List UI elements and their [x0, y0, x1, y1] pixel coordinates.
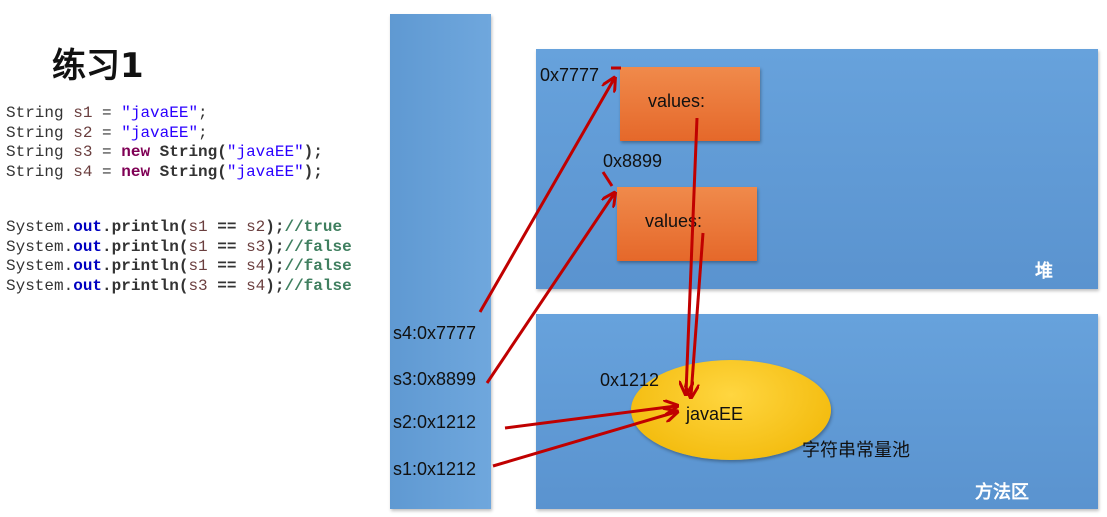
heap-object-0x8899: values: — [617, 187, 757, 261]
code-token: == — [207, 257, 247, 275]
code-token: ; — [198, 123, 208, 142]
code-token: s1 — [188, 257, 208, 275]
code-token: .println( — [102, 237, 189, 256]
code-line: String s3 = new String("javaEE"); — [6, 143, 323, 163]
code-token: //false — [284, 237, 352, 256]
code-token: String( — [150, 143, 227, 161]
page-title: 练习1 — [52, 46, 144, 86]
code-token: s4 — [73, 162, 93, 181]
code-declarations: String s1 = "javaEE";String s2 = "javaEE… — [6, 104, 323, 182]
heap-addr-0x8899: 0x8899 — [603, 151, 663, 171]
code-line: System.out.println(s1 == s2);//true — [6, 218, 352, 238]
addr-tick-0x8899 — [601, 171, 614, 187]
code-token: //false — [284, 257, 352, 275]
code-line: System.out.println(s3 == s4);//false — [6, 277, 352, 297]
code-token: = — [92, 143, 122, 161]
stack-var-s3: s3:0x8899 — [393, 369, 477, 389]
code-token: s4 — [246, 257, 266, 275]
code-token: = — [92, 104, 122, 122]
stack-var-s1: s1:0x1212 — [393, 459, 477, 479]
code-token: ); — [265, 257, 285, 275]
stack-region — [390, 14, 491, 509]
code-token: String — [6, 123, 74, 142]
code-token: String — [6, 143, 74, 161]
code-token: ); — [265, 276, 285, 295]
pool-value: javaEE — [686, 404, 744, 424]
code-token: System. — [6, 276, 74, 295]
object-field-label: values: — [648, 91, 706, 111]
code-token: == — [207, 218, 247, 236]
code-token: s2 — [73, 123, 93, 142]
code-line: String s2 = "javaEE"; — [6, 124, 323, 144]
arrow-s4-to-0x7777 — [478, 79, 614, 313]
method-area-label: 方法区 — [975, 482, 1029, 503]
code-token: out — [73, 218, 103, 236]
code-line: System.out.println(s1 == s3);//false — [6, 238, 352, 258]
code-token: ); — [265, 218, 285, 236]
code-token: //true — [284, 218, 343, 236]
arrow-s3-to-0x8899 — [485, 194, 614, 384]
code-token: new — [121, 162, 151, 181]
code-token: s1 — [188, 237, 208, 256]
code-token: String — [6, 104, 74, 122]
code-line: System.out.println(s1 == s4);//false — [6, 257, 352, 277]
arrow-s2-to-pool — [504, 406, 676, 430]
code-token: "javaEE" — [121, 104, 199, 122]
code-token: System. — [6, 218, 74, 236]
code-token: s3 — [73, 143, 93, 161]
heap-object-0x7777: values: — [620, 67, 760, 141]
code-token: "javaEE" — [226, 162, 304, 181]
code-token: = — [92, 162, 122, 181]
code-token: out — [73, 257, 103, 275]
arrow-obj1-values-to-pool — [686, 117, 699, 393]
heap-label: 堆 — [1035, 261, 1053, 282]
code-line: String s1 = "javaEE"; — [6, 104, 323, 124]
pool-addr: 0x1212 — [600, 370, 660, 390]
code-token: == — [207, 276, 247, 295]
heap-addr-0x7777: 0x7777 — [540, 65, 600, 85]
code-token: System. — [6, 237, 74, 256]
code-token: new — [121, 143, 151, 161]
arrow-obj2-values-to-pool — [691, 232, 705, 396]
code-token: = — [92, 123, 122, 142]
code-token: s3 — [188, 276, 208, 295]
code-token: .println( — [102, 276, 189, 295]
code-token: out — [73, 276, 103, 295]
code-token: s2 — [246, 218, 266, 236]
code-token: "javaEE" — [121, 123, 199, 142]
code-token: String — [6, 162, 74, 181]
code-token: ); — [265, 237, 285, 256]
code-token: == — [207, 237, 247, 256]
code-token: System. — [6, 257, 74, 275]
string-pool-label: 字符串常量池 — [802, 440, 910, 461]
code-token: ); — [303, 143, 323, 161]
code-token: .println( — [102, 257, 189, 275]
stack-var-s2: s2:0x1212 — [393, 412, 477, 432]
object-field-label: values: — [645, 211, 703, 231]
code-token: s3 — [246, 237, 266, 256]
code-token: s1 — [73, 104, 93, 122]
code-token: s4 — [246, 276, 266, 295]
code-token: out — [73, 237, 103, 256]
code-line: String s4 = new String("javaEE"); — [6, 163, 323, 183]
code-token: s1 — [188, 218, 208, 236]
code-token: String( — [150, 162, 227, 181]
code-token: //false — [284, 276, 352, 295]
code-token: ); — [303, 162, 323, 181]
arrow-s1-to-pool — [492, 412, 676, 468]
code-token: .println( — [102, 218, 189, 236]
stack-var-s4: s4:0x7777 — [393, 323, 477, 343]
code-token: ; — [198, 104, 208, 122]
code-token: "javaEE" — [226, 143, 304, 161]
